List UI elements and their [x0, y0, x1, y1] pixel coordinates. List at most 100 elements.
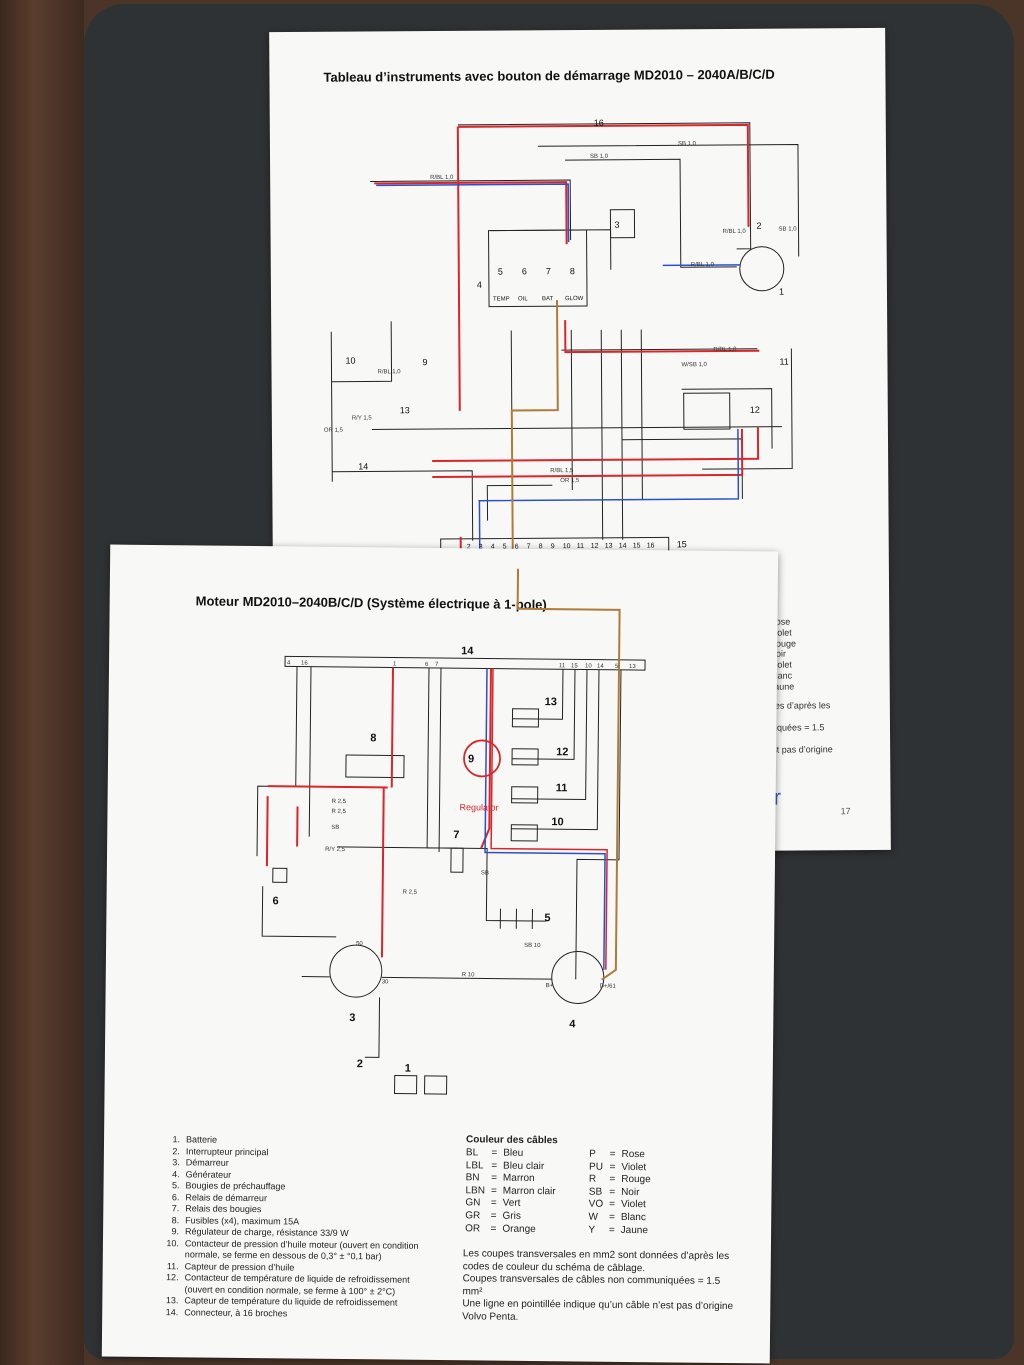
svg-text:R 2,5: R 2,5	[332, 799, 347, 805]
svg-text:GLOW: GLOW	[565, 296, 584, 302]
svg-text:13: 13	[629, 664, 636, 670]
svg-text:10: 10	[345, 356, 355, 366]
svg-text:11: 11	[577, 543, 584, 550]
cable-colors-title: Couleur des câbles	[465, 1134, 558, 1147]
svg-text:11: 11	[779, 357, 788, 367]
svg-text:13: 13	[545, 696, 557, 708]
svg-text:1: 1	[779, 287, 784, 297]
svg-text:SB 1,0: SB 1,0	[678, 141, 697, 147]
svg-text:2: 2	[756, 221, 761, 231]
svg-text:9: 9	[551, 543, 555, 550]
svg-text:D+/61: D+/61	[600, 984, 617, 990]
svg-text:2: 2	[467, 544, 471, 551]
wood-table	[0, 0, 84, 1365]
svg-text:W/SB 1,0: W/SB 1,0	[681, 362, 707, 368]
svg-text:6: 6	[515, 543, 519, 550]
svg-text:R/BL 1,0: R/BL 1,0	[377, 369, 401, 375]
svg-text:R/BL 1,5: R/BL 1,5	[550, 468, 574, 474]
instrument-panel-sheet: Tableau d’instruments avec bouton de dém…	[269, 27, 891, 855]
svg-text:4: 4	[491, 544, 495, 551]
svg-text:R 2,5: R 2,5	[331, 809, 346, 815]
svg-text:6: 6	[272, 895, 278, 907]
svg-text:6: 6	[425, 662, 429, 668]
handwritten-note: Regulator	[459, 802, 498, 812]
svg-text:4: 4	[569, 1018, 576, 1030]
svg-text:3: 3	[479, 544, 483, 551]
svg-text:12: 12	[556, 746, 568, 758]
svg-text:8: 8	[370, 732, 376, 744]
svg-text:11: 11	[556, 782, 568, 794]
svg-text:R/Y 1,5: R/Y 1,5	[352, 415, 373, 421]
svg-text:7: 7	[435, 662, 439, 668]
svg-text:BAT: BAT	[542, 296, 554, 302]
svg-text:14: 14	[619, 543, 627, 550]
svg-text:R 10: R 10	[462, 972, 475, 978]
svg-text:15: 15	[633, 543, 641, 550]
svg-text:13: 13	[400, 405, 410, 415]
svg-text:SB 10: SB 10	[524, 943, 541, 949]
svg-text:10: 10	[563, 543, 571, 550]
svg-text:12: 12	[591, 543, 599, 550]
svg-text:2: 2	[357, 1058, 363, 1070]
svg-text:OR 1,5: OR 1,5	[560, 478, 580, 484]
legend-item: 12.Contacteur de température de liquide …	[166, 1272, 410, 1297]
svg-text:R/BL 1,0: R/BL 1,0	[691, 262, 715, 268]
svg-text:16: 16	[301, 661, 308, 667]
svg-text:9: 9	[422, 357, 427, 367]
svg-text:12: 12	[750, 405, 760, 415]
svg-text:TEMP: TEMP	[493, 296, 510, 302]
svg-text:8: 8	[539, 543, 543, 550]
svg-text:4: 4	[477, 280, 482, 290]
engine-wiring-sheet: Moteur MD2010–2040B/C/D (Système électri…	[101, 544, 779, 1364]
svg-text:5: 5	[503, 544, 507, 551]
svg-text:5: 5	[615, 664, 619, 670]
svg-text:16: 16	[647, 542, 655, 549]
svg-text:OR 1,5: OR 1,5	[324, 428, 344, 434]
svg-text:50: 50	[356, 941, 363, 947]
svg-text:14: 14	[597, 664, 604, 670]
svg-text:R/BL 1,0: R/BL 1,0	[713, 347, 737, 353]
svg-text:10: 10	[585, 664, 592, 670]
svg-text:13: 13	[605, 543, 613, 550]
svg-text:B+: B+	[546, 983, 554, 989]
svg-text:R 2,5: R 2,5	[403, 890, 418, 896]
svg-text:1: 1	[393, 661, 397, 667]
svg-text:8: 8	[570, 266, 575, 276]
note-3: Une ligne en pointillée indique qu’un câ…	[462, 1298, 734, 1323]
note-1: Les coupes transversales en mm2 sont don…	[462, 1248, 730, 1274]
svg-text:SB: SB	[331, 825, 339, 831]
svg-text:3: 3	[614, 220, 619, 230]
component-legend: 1.Batterie 2.Interrupteur principal 3.Dé…	[164, 1134, 436, 1321]
svg-text:7: 7	[546, 266, 551, 276]
svg-text:30: 30	[382, 979, 389, 985]
svg-text:14: 14	[461, 645, 474, 657]
wiring-notes: Les coupes transversales en mm2 sont don…	[462, 1248, 743, 1326]
svg-text:7: 7	[527, 543, 531, 550]
svg-text:15: 15	[571, 663, 578, 669]
svg-text:3: 3	[349, 1012, 355, 1024]
svg-text:9: 9	[468, 753, 474, 765]
svg-text:16: 16	[594, 118, 604, 128]
svg-text:4: 4	[287, 660, 291, 666]
instrument-panel-diagram: 5 6 7 8 TEMP OIL BAT GLOW 4 3 2 1 10 9 11 12 13 14 15 1…	[324, 118, 800, 571]
svg-text:7: 7	[453, 829, 459, 841]
svg-text:R/Y 2,5: R/Y 2,5	[325, 847, 346, 853]
svg-text:5: 5	[544, 912, 550, 924]
svg-text:SB 1,0: SB 1,0	[779, 226, 798, 232]
svg-text:14: 14	[358, 461, 368, 471]
note-2: Coupes transversales de câbles non commu…	[462, 1273, 721, 1297]
svg-text:5: 5	[498, 267, 503, 277]
page-number: 17	[840, 806, 851, 817]
svg-text:R/BL 1,0: R/BL 1,0	[430, 175, 454, 181]
svg-text:R/BL 1,0: R/BL 1,0	[723, 229, 747, 235]
svg-text:15: 15	[677, 539, 687, 549]
legend-item: 10.Contacteur de pression d’huile moteur…	[166, 1237, 419, 1262]
svg-text:OIL: OIL	[518, 296, 528, 302]
svg-text:SB: SB	[481, 870, 489, 876]
svg-text:10: 10	[551, 816, 563, 828]
svg-text:1: 1	[405, 1063, 411, 1075]
